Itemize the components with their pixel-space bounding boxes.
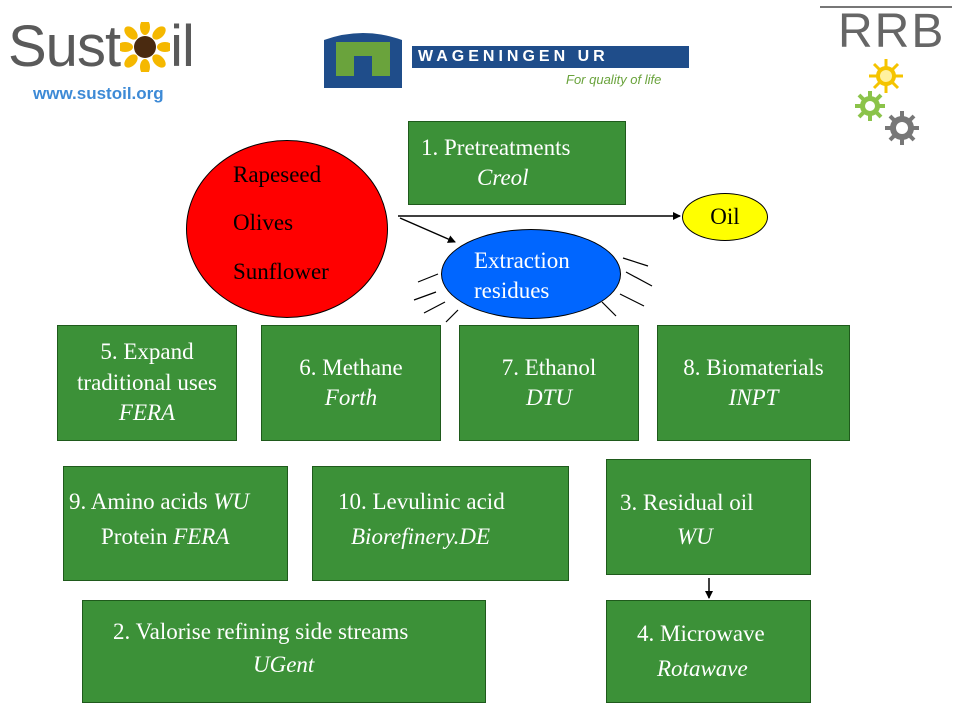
box-biomaterials-title: 8. Biomaterials — [683, 354, 824, 380]
box-protein-title: Protein — [101, 524, 174, 550]
box-valorise-refining: 2. Valorise refining side streams UGent — [82, 600, 486, 703]
wageningen-tagline: For quality of life — [566, 72, 662, 87]
box-microwave-partner: Rotawave — [657, 655, 748, 681]
feedstock-rapeseed: Rapeseed — [233, 162, 322, 187]
box-pretreatments-title: 1. Pretreatments — [421, 134, 571, 160]
box-amino-acids-title: 9. Amino acids — [69, 489, 214, 514]
rrb-divider — [820, 6, 952, 8]
box-ethanol-partner: DTU — [525, 385, 572, 410]
box-methane-title: 6. Methane — [299, 354, 403, 380]
gears-icon — [855, 59, 919, 145]
wageningen-mark-icon — [324, 33, 402, 88]
box-expand-traditional-uses: 5. Expand traditional uses FERA — [57, 325, 237, 441]
box-ethanol: 7. Ethanol DTU — [459, 325, 639, 441]
box-levulinic-acid: 10. Levulinic acid Biorefinery.DE — [312, 466, 569, 581]
box-pretreatments-partner: Creol — [477, 165, 529, 190]
box-residual-oil-partner: WU — [677, 523, 713, 549]
extraction-residues-label: Extraction residues — [474, 248, 570, 303]
box-levulinic-acid-title: 10. Levulinic acid — [338, 489, 505, 514]
box-valorise-refining-partner: UGent — [253, 652, 315, 677]
box-biomaterials-partner: INPT — [728, 385, 779, 410]
box-amino-acids-partner: WU — [213, 489, 250, 514]
oil-label: Oil — [710, 204, 740, 229]
sustoil-logo: Sust il — [8, 18, 195, 76]
box-methane: 6. Methane Forth — [261, 325, 441, 441]
sunflower-icon — [120, 22, 171, 72]
box-protein-partner: FERA — [173, 524, 230, 550]
box-methane-partner: Forth — [324, 385, 378, 410]
box-amino-acids-protein: 9. Amino acids WU Protein FERA — [63, 466, 288, 581]
oil-ellipse: Oil — [682, 193, 768, 241]
box-pretreatments: 1. Pretreatments Creol — [408, 121, 626, 205]
sustoil-logo-text-end: il — [170, 14, 195, 79]
box-microwave-title: 4. Microwave — [637, 621, 765, 647]
rrb-logo-text: RRB — [838, 5, 946, 58]
extraction-residues-ellipse: Extraction residues — [441, 229, 621, 319]
box-valorise-refining-title: 2. Valorise refining side streams — [113, 618, 409, 644]
feedstock-ellipse: Rapeseed Olives Sunflower — [186, 140, 388, 318]
arrow-to-residues — [399, 217, 456, 243]
box-expand-traditional-uses-partner: FERA — [118, 400, 176, 426]
box-expand-traditional-uses-title: 5. Expand traditional uses — [77, 339, 217, 395]
feedstock-sunflower: Sunflower — [233, 259, 329, 284]
box-residual-oil-title: 3. Residual oil — [620, 490, 754, 516]
feedstock-olives: Olives — [233, 210, 294, 235]
wageningen-name: WAGENINGEN UR — [412, 46, 689, 68]
box-ethanol-title: 7. Ethanol — [501, 354, 597, 380]
box-microwave: 4. Microwave Rotawave — [606, 600, 811, 703]
box-biomaterials: 8. Biomaterials INPT — [657, 325, 850, 441]
sustoil-url[interactable]: www.sustoil.org — [33, 84, 164, 103]
sustoil-logo-text-start: Sust — [8, 14, 121, 79]
box-residual-oil: 3. Residual oil WU — [606, 459, 811, 575]
box-levulinic-acid-partner: Biorefinery.DE — [351, 524, 491, 550]
residues-rays — [413, 257, 653, 323]
